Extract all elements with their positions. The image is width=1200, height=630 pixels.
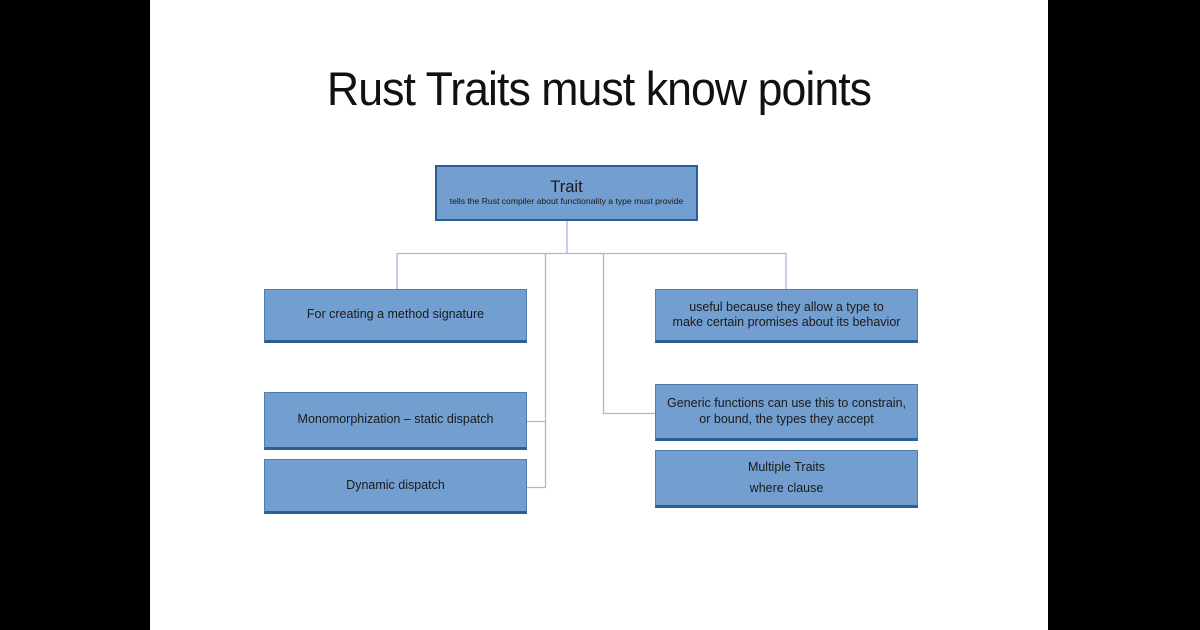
slide-title: Rust Traits must know points	[326, 62, 872, 116]
connector-lines	[396, 221, 787, 489]
node-trait-subtitle: tells the Rust compiler about functional…	[449, 196, 684, 207]
node-generic-functions-line1: Generic functions can use this to constr…	[666, 396, 906, 411]
node-multiple-traits-line2: where clause	[749, 480, 824, 495]
node-trait: Trait tells the Rust compiler about func…	[435, 165, 698, 221]
node-dynamic-dispatch: Dynamic dispatch	[264, 459, 527, 514]
node-useful-because: useful because they allow a type to make…	[655, 289, 918, 343]
node-monomorphization-label: Monomorphization – static dispatch	[297, 412, 494, 427]
slide-canvas: Rust Traits must know points Trait tells…	[150, 0, 1048, 630]
node-method-signature-label: For creating a method signature	[306, 307, 485, 322]
node-generic-functions-line2: or bound, the types they accept	[699, 411, 874, 426]
node-generic-functions: Generic functions can use this to constr…	[655, 384, 918, 441]
node-useful-because-line1: useful because they allow a type to	[689, 299, 884, 314]
letterbox-right	[1048, 0, 1200, 630]
node-method-signature: For creating a method signature	[264, 289, 527, 343]
node-monomorphization: Monomorphization – static dispatch	[264, 392, 527, 450]
node-trait-title: Trait	[550, 178, 583, 197]
letterbox-left	[0, 0, 150, 630]
node-dynamic-dispatch-label: Dynamic dispatch	[346, 477, 445, 492]
node-useful-because-line2: make certain promises about its behavior	[672, 315, 901, 329]
node-multiple-traits: Multiple Traits where clause	[655, 450, 918, 508]
node-multiple-traits-line1: Multiple Traits	[747, 460, 826, 475]
